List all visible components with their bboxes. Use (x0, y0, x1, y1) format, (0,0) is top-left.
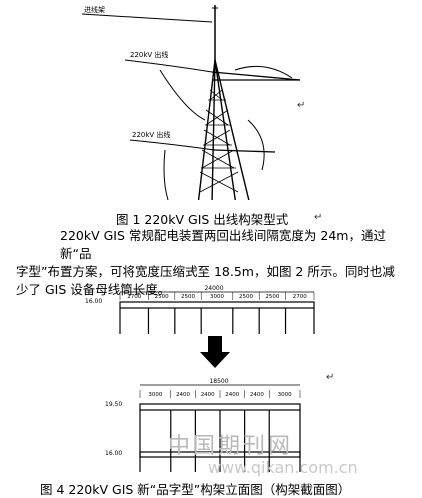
dim-segment-label: 2700 (127, 294, 141, 300)
label-incoming-line: 进线架 (84, 5, 105, 14)
paragraph-mark-icon: ↵ (314, 212, 323, 223)
label-220kv-outgoing-mid: 220kV 出线 (130, 50, 168, 59)
figure-2-elevation-drawing: 24000 2700 2500 2500 3000 2500 2500 2700 16.00 (85, 285, 315, 334)
wire-curve-left (159, 69, 206, 121)
wire-low-left (129, 139, 215, 151)
dim-total: 24000 (204, 285, 223, 292)
dim-segment-label: 2500 (155, 294, 169, 300)
label-220kv-outgoing-low: 220kV 出线 (132, 130, 170, 139)
figure-1-tower-drawing (81, 5, 301, 200)
wire-right-arm (234, 65, 293, 79)
dim-segment-label: 2500 (239, 294, 253, 300)
dim-segment-label: 2400 (225, 392, 239, 398)
paragraph-line-1: 220kV GIS 常规配电装置两回出线间隔宽度为 24m，通过新“品 (60, 228, 386, 261)
figure-4-caption: 图 4 220kV GIS 新“品字型”构架立面图（构架截面图） (40, 482, 351, 497)
dim-segment-label: 2400 (201, 392, 215, 398)
dim-segment-label: 3000 (210, 294, 224, 300)
watermark-url: www.qikan.com.cn (208, 458, 358, 477)
paragraph-mark-icon: ↵ (297, 100, 306, 111)
paragraph-mark-icon: ↵ (326, 372, 335, 383)
paragraph-line-3: 少了 GIS 设备母线筒长度。 (16, 282, 171, 297)
body-paragraph: 220kV GIS 常规配电装置两回出线间隔宽度为 24m，通过新“品 字型”布… (16, 227, 416, 299)
dim-segment-label: 3000 (148, 392, 162, 398)
figure-1-labels: 进线架 220kV 出线 220kV 出线 (84, 5, 170, 139)
wire-top-left (81, 13, 213, 23)
figure-1-caption: 图 1 220kV GIS 出线构架型式 (116, 212, 289, 227)
level-label-bottom: 16.00 (105, 450, 122, 457)
paragraph-mark-icon: ↵ (190, 266, 199, 277)
watermark-chinese: 中国期刊网 (168, 434, 294, 459)
dim-segment-label: 2500 (181, 294, 195, 300)
wire-curve-bottom-left (163, 149, 169, 200)
dim-segment-label: 2400 (250, 392, 264, 398)
wire-curve-right (247, 119, 265, 171)
paragraph-line-2: 字型”布置方案，可将宽度压缩式至 18.5m，如图 2 所示。同时也减 (16, 264, 395, 279)
dim-total: 18500 (209, 378, 228, 385)
level-label-top: 19.50 (105, 401, 122, 408)
wire-mid-left (124, 59, 213, 73)
dim-segment-label: 2500 (265, 294, 279, 300)
dim-segment-label: 2700 (293, 294, 307, 300)
down-arrow-icon (200, 336, 230, 368)
dim-segment-label: 2400 (176, 392, 190, 398)
dim-segment-label: 3000 (278, 392, 292, 398)
level-label: 16.00 (85, 298, 102, 305)
figure-4-elevation-drawing: 18500 3000 2400 2400 2400 2400 3000 19.50 16.… (105, 378, 301, 472)
